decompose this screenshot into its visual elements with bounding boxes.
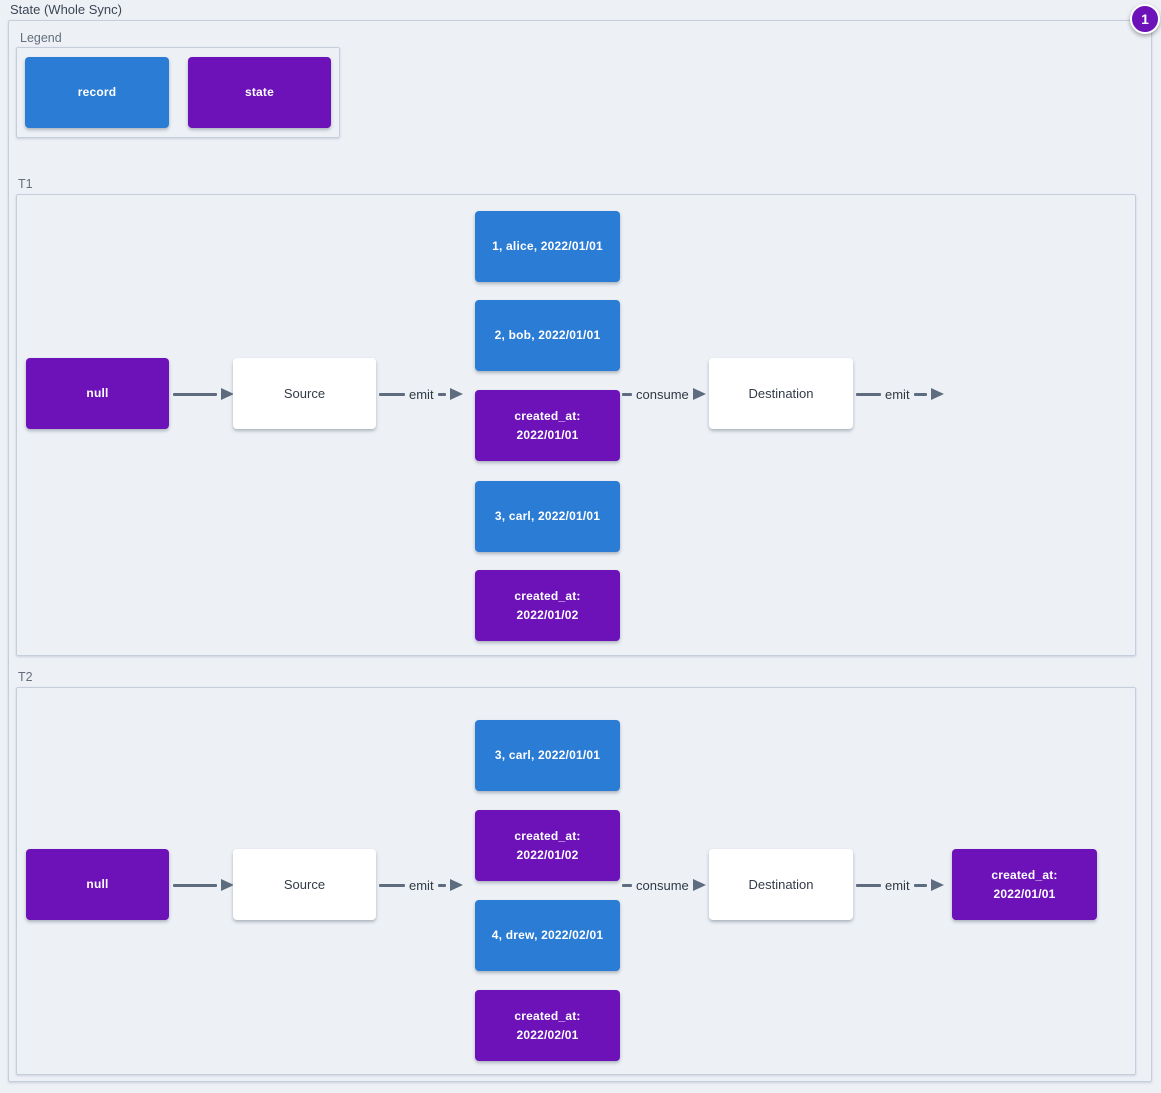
t1-stack-record-2: 2, bob, 2022/01/01: [475, 300, 620, 371]
arrow-line: [622, 883, 632, 887]
t1-stack-state-1: created_at: 2022/01/01: [475, 390, 620, 461]
t1-source-node: Source: [233, 358, 376, 429]
section-t2-frame: [16, 687, 1136, 1075]
arrow-line: [856, 883, 881, 887]
arrow-line: [173, 392, 217, 396]
t2-emit-out-label: emit: [885, 877, 910, 893]
arrow-line: [856, 392, 881, 396]
arrow-line: [379, 392, 405, 396]
section-t2-label: T2: [18, 670, 33, 684]
arrowhead-icon: [221, 388, 234, 400]
outer-frame: [8, 20, 1152, 1082]
t2-input-state-node: null: [26, 849, 169, 920]
arrowhead-icon: [449, 879, 463, 891]
section-t1-frame: [16, 194, 1136, 656]
t2-stack-record-1: 3, carl, 2022/01/01: [475, 720, 620, 791]
t2-destination-node: Destination: [709, 849, 853, 920]
legend-frame: [16, 47, 340, 138]
t1-stack-record-1: 1, alice, 2022/01/01: [475, 211, 620, 282]
t2-stack-record-2: 4, drew, 2022/02/01: [475, 900, 620, 971]
t2-stack-state-1: created_at: 2022/01/02: [475, 810, 620, 881]
t1-consume-arrow: consume: [622, 382, 706, 406]
arrowhead-icon: [221, 879, 234, 891]
legend-state-node: state: [188, 57, 331, 128]
t2-arrow-null-to-source: [173, 873, 234, 897]
t2-consume-arrow: consume: [622, 873, 706, 897]
arrowhead-icon: [449, 388, 463, 400]
t2-source-node: Source: [233, 849, 376, 920]
t1-input-state-node: null: [26, 358, 169, 429]
t1-emit-out-arrow: emit: [856, 382, 944, 406]
t1-stack-record-3: 3, carl, 2022/01/01: [475, 481, 620, 552]
t2-consume-label: consume: [636, 877, 689, 893]
section-t1-label: T1: [18, 177, 33, 191]
t2-emit-in-label: emit: [409, 877, 434, 893]
t1-emit-out-label: emit: [885, 386, 910, 402]
t2-stack-state-2: created_at: 2022/02/01: [475, 990, 620, 1061]
t1-stack-state-2: created_at: 2022/01/02: [475, 570, 620, 641]
annotation-badge-1: 1: [1130, 4, 1160, 34]
arrow-line: [173, 883, 217, 887]
arrowhead-icon: [930, 388, 944, 400]
t1-emit-in-arrow: emit: [379, 382, 463, 406]
legend-label: Legend: [20, 31, 62, 45]
t2-emit-out-arrow: emit: [856, 873, 944, 897]
arrowhead-icon: [930, 879, 944, 891]
t2-output-state-node: created_at: 2022/01/01: [952, 849, 1097, 920]
t2-emit-in-arrow: emit: [379, 873, 463, 897]
t1-consume-label: consume: [636, 386, 689, 402]
t1-destination-node: Destination: [709, 358, 853, 429]
arrow-line: [437, 392, 446, 396]
arrowhead-icon: [692, 879, 706, 891]
arrow-line: [622, 392, 632, 396]
arrow-line: [437, 883, 446, 887]
t1-emit-in-label: emit: [409, 386, 434, 402]
legend-record-node: record: [25, 57, 169, 128]
arrow-line: [913, 392, 927, 396]
arrow-line: [913, 883, 927, 887]
arrowhead-icon: [692, 388, 706, 400]
page-title: State (Whole Sync): [10, 2, 122, 17]
arrow-line: [379, 883, 405, 887]
t1-arrow-null-to-source: [173, 382, 234, 406]
